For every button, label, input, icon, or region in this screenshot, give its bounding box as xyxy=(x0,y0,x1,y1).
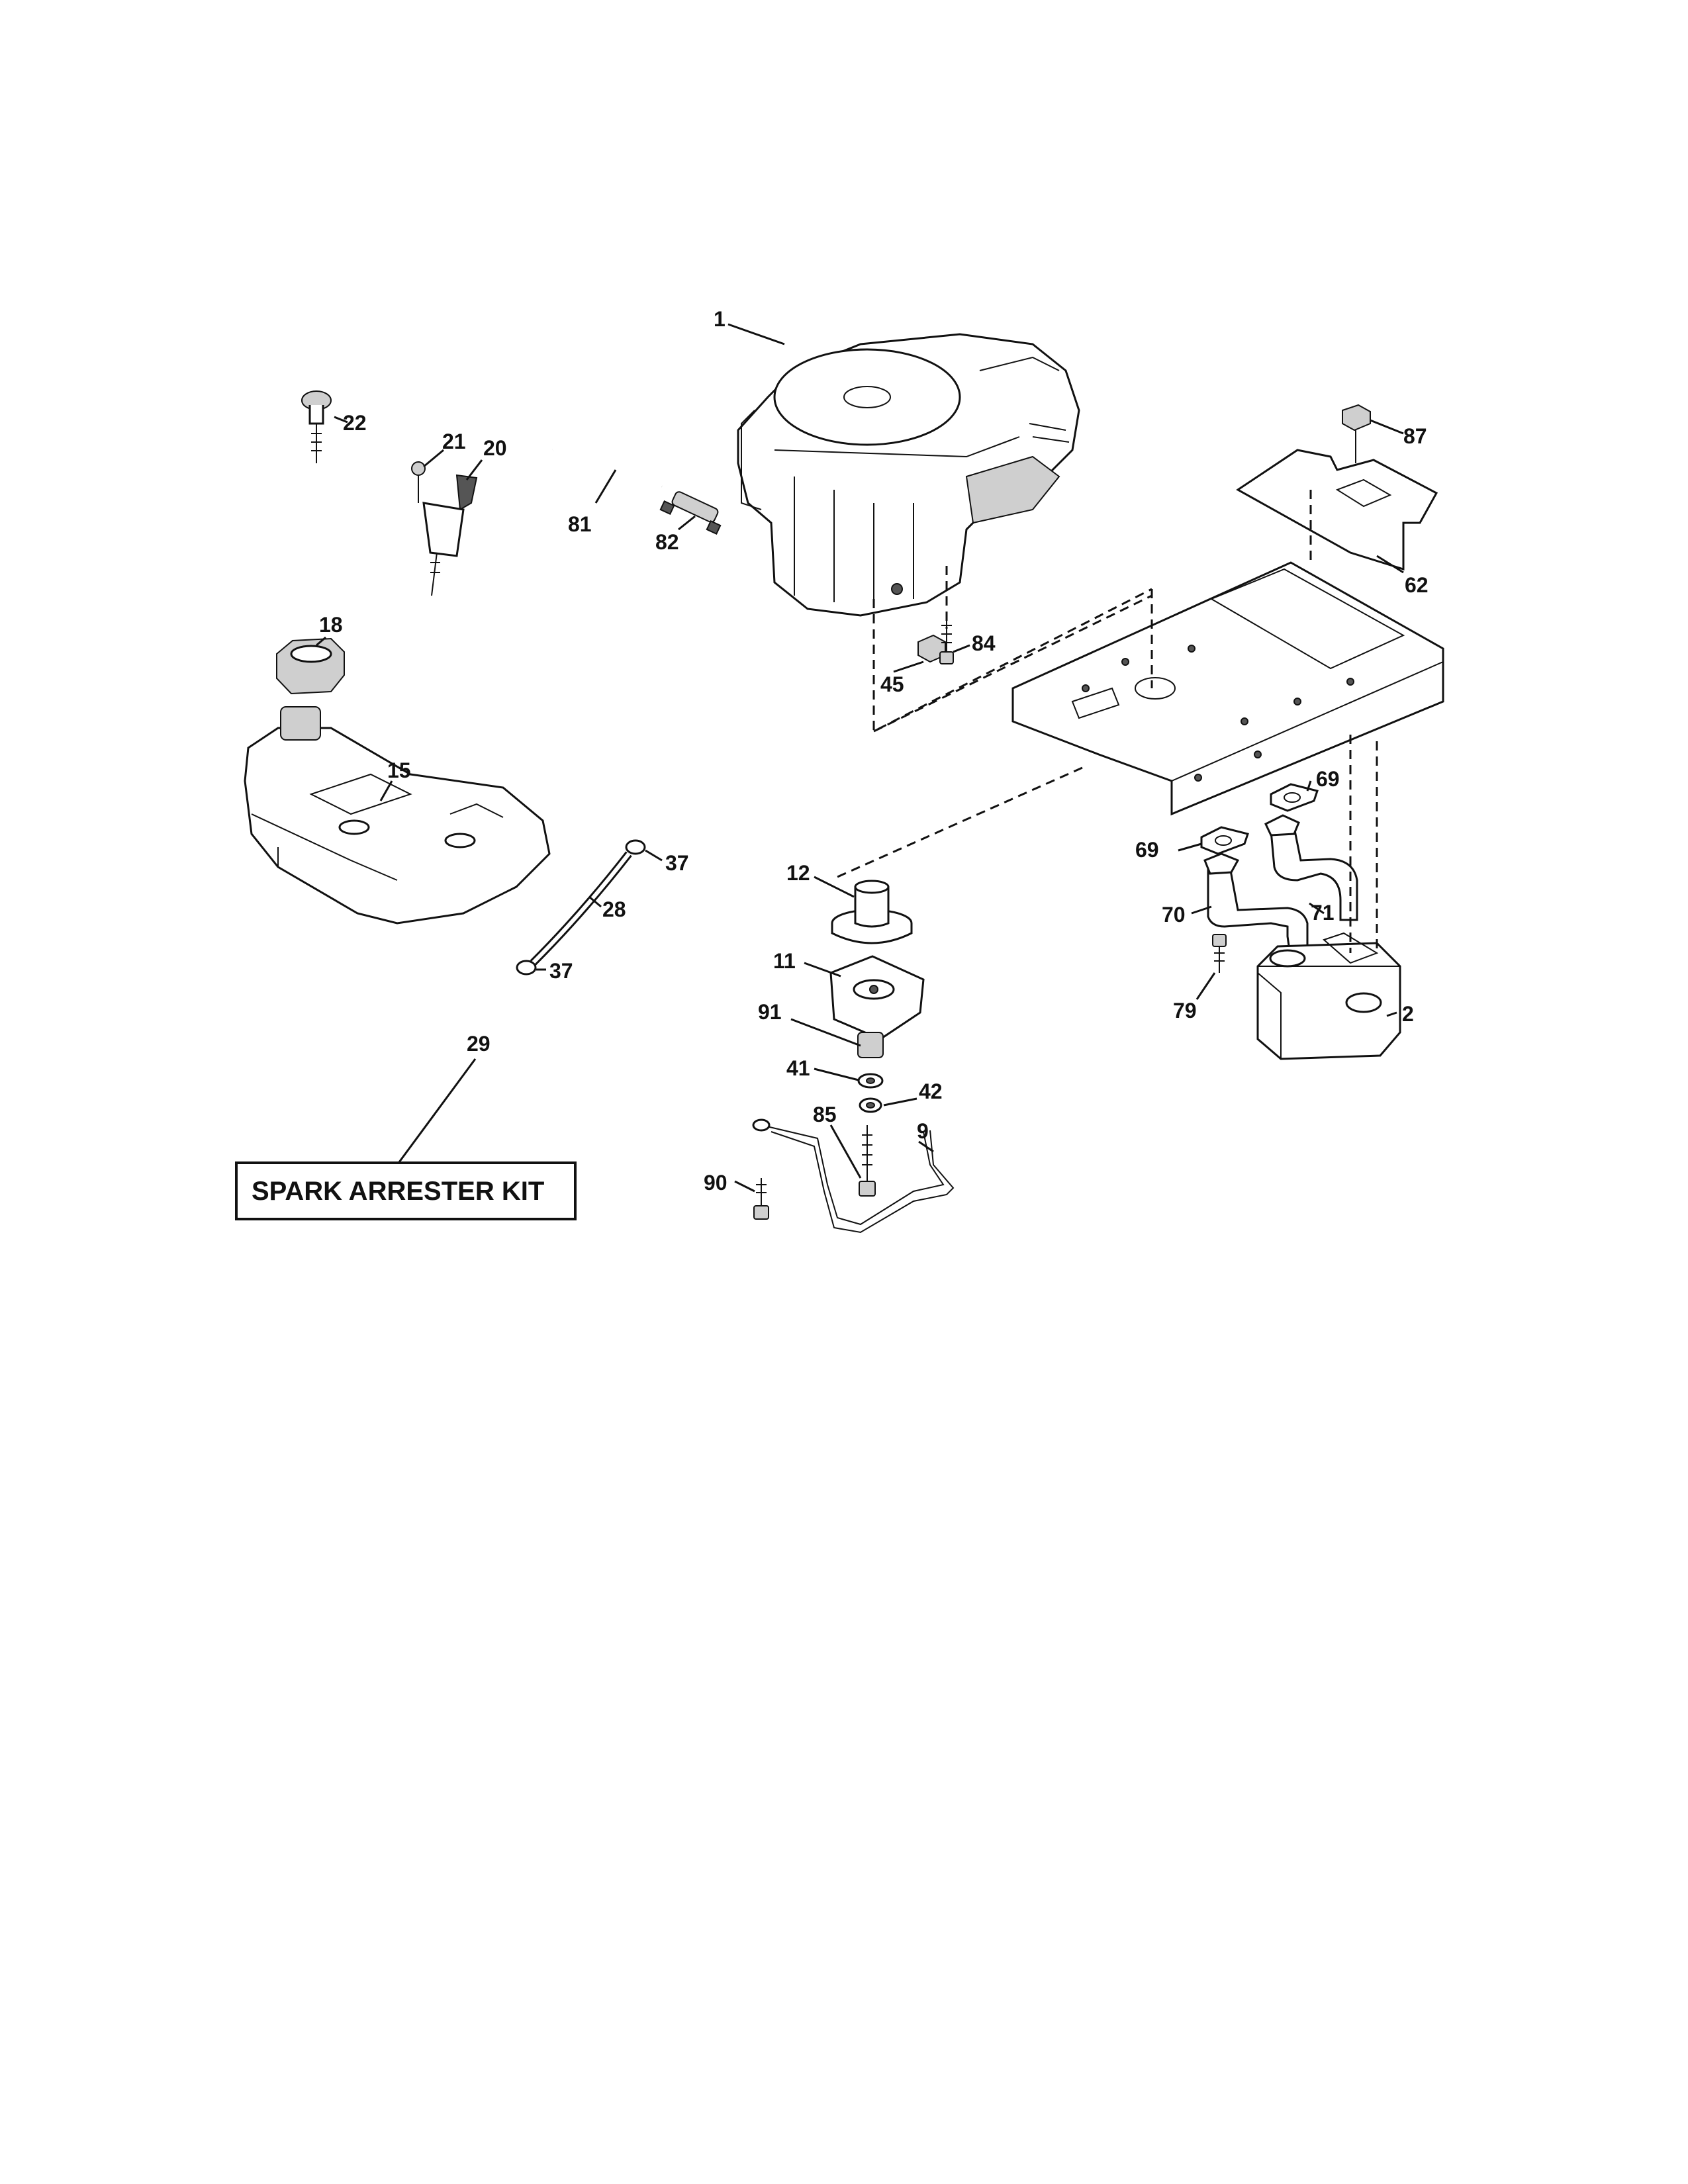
bolt-90 xyxy=(753,1178,769,1220)
callout-87: 87 xyxy=(1403,424,1427,448)
callout-12: 12 xyxy=(786,861,810,885)
belt-guide-bracket xyxy=(752,1118,955,1234)
bolt-22 xyxy=(301,390,332,463)
pto-clutch xyxy=(829,955,925,1040)
fuel-hose xyxy=(530,851,632,966)
engine-pulley xyxy=(831,880,913,944)
fuel-filter xyxy=(659,491,722,535)
washer-41 xyxy=(857,1073,884,1089)
bolt-85 xyxy=(859,1125,876,1197)
assembly-guide-lines xyxy=(837,490,1378,953)
heat-shield-plate xyxy=(1236,449,1438,571)
callout-37-upper: 37 xyxy=(665,851,689,875)
fuel-tank xyxy=(244,706,551,925)
callout-42: 42 xyxy=(919,1079,943,1103)
mower-frame xyxy=(1011,561,1444,816)
callout-90: 90 xyxy=(704,1171,727,1195)
callout-21: 21 xyxy=(442,430,466,453)
bolt-79 xyxy=(1212,934,1227,973)
gasket-69-lower xyxy=(1200,826,1249,855)
engine-illustration xyxy=(737,333,1080,617)
callout-85: 85 xyxy=(813,1103,837,1126)
washer-42 xyxy=(859,1097,882,1113)
callout-71: 71 xyxy=(1311,901,1335,925)
fuel-line-hose xyxy=(552,445,665,490)
hose-clamp-lower xyxy=(516,960,537,976)
callout-82: 82 xyxy=(655,530,679,554)
exhaust-pipe-71 xyxy=(1264,814,1358,921)
callout-15: 15 xyxy=(387,758,411,782)
callout-91: 91 xyxy=(758,1000,782,1024)
bolt-84 xyxy=(939,619,954,664)
callout-labels: 1 22 21 20 81 82 87 62 84 45 18 15 37 28… xyxy=(319,307,1429,1195)
hose-clamp-upper xyxy=(625,839,646,855)
callout-79: 79 xyxy=(1173,999,1197,1023)
callout-41: 41 xyxy=(786,1056,810,1080)
callout-1: 1 xyxy=(714,307,726,331)
callout-81: 81 xyxy=(568,512,592,536)
callout-69-upper: 69 xyxy=(1316,767,1340,791)
callout-28: 28 xyxy=(602,897,626,921)
callout-2: 2 xyxy=(1402,1002,1414,1026)
callout-69-lower: 69 xyxy=(1135,838,1159,862)
callout-20: 20 xyxy=(483,436,507,460)
fuel-cap xyxy=(276,637,345,695)
callout-29: 29 xyxy=(467,1032,491,1056)
leader-lines xyxy=(316,323,1404,1193)
gasket-69-upper xyxy=(1270,783,1319,812)
spark-arrester-kit-label: SPARK ARRESTER KIT xyxy=(252,1177,544,1206)
callout-62: 62 xyxy=(1405,573,1429,597)
callout-37-lower: 37 xyxy=(549,959,573,983)
bolt-87 xyxy=(1342,404,1371,463)
callout-18: 18 xyxy=(319,613,343,637)
spacer-91 xyxy=(857,1032,884,1058)
callout-84: 84 xyxy=(972,631,996,655)
callout-11: 11 xyxy=(773,949,796,973)
spark-arrester-kit-box: SPARK ARRESTER KIT xyxy=(235,1161,577,1220)
callout-22: 22 xyxy=(343,411,367,435)
callout-45: 45 xyxy=(880,672,904,696)
callout-9: 9 xyxy=(917,1119,929,1143)
callout-70: 70 xyxy=(1162,903,1186,927)
throttle-control xyxy=(411,461,478,596)
muffler xyxy=(1256,932,1401,1060)
